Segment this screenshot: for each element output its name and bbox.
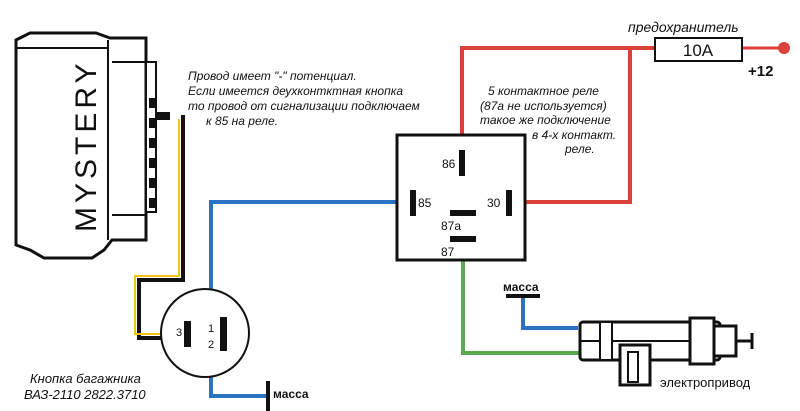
- relay-pin-87-blade: [450, 236, 476, 242]
- wire-green-87: [461, 252, 580, 355]
- note-right-line-5: реле.: [564, 142, 595, 156]
- note-left-line-1: Провод имеет "-" потенциал.: [188, 69, 357, 83]
- note-left: Провод имеет "-" потенциал. Если имеется…: [188, 69, 420, 128]
- power-label: +12: [748, 63, 773, 80]
- note-right-line-3: такое же подключение: [480, 113, 611, 127]
- button-pin-2: 2: [208, 339, 214, 351]
- relay-pin-87a: 87а: [441, 219, 461, 233]
- relay-pin-85: 85: [418, 196, 432, 210]
- ground-label-button: масса: [273, 387, 309, 401]
- button-pin-1: 1: [208, 323, 214, 335]
- wire-red-30: [512, 48, 632, 204]
- wire-red-86: [460, 46, 655, 170]
- relay-pin-86: 86: [442, 157, 456, 171]
- alarm-unit: MYSTERY: [14, 31, 170, 260]
- note-left-line-3: то провод от сигнализации подключаем: [188, 99, 420, 113]
- note-right-line-2: (87а не используется): [480, 99, 607, 113]
- button-pin-3: 3: [176, 327, 182, 339]
- relay-pin-86-blade: [459, 150, 465, 176]
- relay-pin-30: 30: [487, 196, 501, 210]
- relay-pin-85-blade: [410, 190, 416, 216]
- note-left-line-4: к 85 на реле.: [206, 114, 278, 128]
- alarm-brand: MYSTERY: [70, 60, 103, 232]
- actuator-label: электропривод: [660, 375, 751, 390]
- relay: 86 85 30 87а 87: [395, 133, 527, 262]
- relay-pin-30-blade: [506, 190, 512, 216]
- fuse-rating: 10A: [683, 41, 714, 60]
- fuse: предохранитель 10A: [628, 19, 743, 62]
- note-right-line-1: 5 контактное реле: [488, 84, 599, 98]
- note-right: 5 контактное реле (87а не используется) …: [480, 84, 616, 156]
- wire-black-alarm: [137, 115, 185, 340]
- fuse-caption: предохранитель: [628, 19, 739, 35]
- note-right-line-4: в 4-х контакт.: [532, 128, 616, 142]
- actuator: [578, 316, 754, 387]
- wire-blue-actuator-ground: [521, 298, 578, 330]
- relay-pin-87a-blade: [450, 210, 476, 216]
- button-caption-line-1: Кнопка багажника: [30, 371, 141, 386]
- button-caption-line-2: ВАЗ-2110 2822.3710: [24, 387, 146, 402]
- trunk-button: 1 2 3: [160, 288, 250, 378]
- note-left-line-2: Если имеется деухконтктная кнопка: [188, 84, 403, 98]
- ground-label-actuator: масса: [503, 280, 539, 294]
- power-terminal-icon: [778, 42, 790, 54]
- wire-yellow-alarm: [134, 119, 180, 335]
- relay-pin-87: 87: [441, 245, 455, 259]
- wire-blue-85: [209, 200, 410, 320]
